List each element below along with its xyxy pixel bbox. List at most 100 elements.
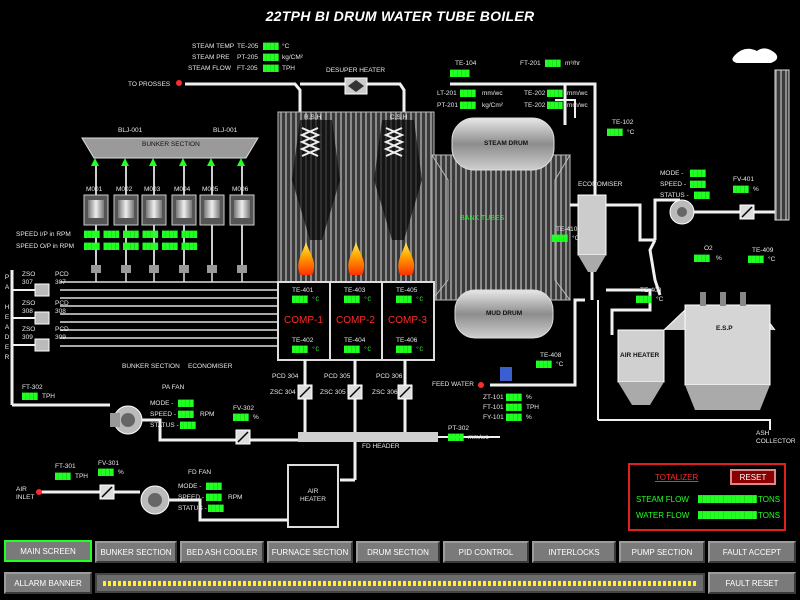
bunker-bottom-label: BUNKER SECTION [122,363,180,370]
rsh-label: R.S.H [304,114,322,121]
fd-fan-speed-value: ████ [206,494,222,501]
motor-label: M006 [232,186,249,193]
o2-label: O2 [704,245,713,252]
steam-flow-label: STEAM FLOW [188,65,231,72]
steam-temp-label: STEAM TEMP [192,43,235,50]
fd-fan-speed-unit: RPM [228,494,243,501]
ft301-tag: FT-301 [55,463,76,470]
ft302-tag: FT-302 [22,384,43,391]
pa-fan-status-label: STATUS - [150,422,179,429]
steam-flow-total-value: ██████████████ [698,496,757,504]
pa-fan-speed-unit: RPM [200,411,215,418]
blj-right-label: BLJ-001 [213,127,238,134]
nav-interlocks-button[interactable]: INTERLOCKS [532,541,616,563]
zt101-unit: % [526,394,532,401]
zsc-305-label: ZSC 305 [320,389,346,396]
fv401-tag: FV-401 [733,176,754,183]
water-flow-total-unit: TONS [758,511,781,520]
id-fan-mode-value: ████ [690,170,706,177]
fy101-tag: FY-101 [483,414,504,421]
te104-value: █████ [450,70,470,77]
nav-main-screen-button[interactable]: MAIN SCREEN [4,540,92,562]
fy101-unit: % [526,414,532,421]
nav-pump-section-button[interactable]: PUMP SECTION [619,541,705,563]
fault-reset-button[interactable]: FAULT RESET [708,572,796,594]
water-flow-total-value: ██████████████ [698,512,757,520]
fv302-unit: % [253,414,259,421]
feed-water-label: FEED WATER [432,381,474,388]
zsc-306-label: ZSC 306 [372,389,398,396]
id-fan-mode-label: MODE - [660,170,684,177]
steam-pre-tag: PT-205 [237,54,258,61]
fd-header-label: FD HEADER [362,443,400,450]
economiser-bottom-label: ECONOMISER [188,363,233,370]
feed-water-arrow-icon [478,382,484,388]
esp-shape [684,304,771,386]
te104-tag: TE-104 [455,60,477,67]
zt101-value: ████ [506,394,522,401]
motor-label: M001 [86,186,103,193]
economiser-label: ECONOMISER [578,181,623,188]
te202-top-unit: mm/wc [567,90,588,97]
nav-drum-section-button[interactable]: DRUM SECTION [356,541,440,563]
fv302-tag: FV-302 [233,405,254,412]
totalizer-reset-button[interactable]: RESET [730,469,776,485]
te202-top-tag: TE-202 [524,90,546,97]
ft101-value: ████ [506,404,522,411]
steam-drum-shape [451,117,555,171]
ft302-unit: TPH [42,393,55,400]
comp1-te-top-tag: TE-401 [292,287,314,294]
ft201-value: ████ [545,60,561,67]
pt201-unit: kg/Cm² [482,102,503,109]
te202-top-value: ████ [547,90,563,97]
steam-drum-label: STEAM DRUM [484,140,529,147]
pt302-tag: PT-302 [448,425,469,432]
page-title: 22TPH BI DRUM WATER TUBE BOILER [265,8,535,24]
fd-fan-title: FD FAN [188,469,212,476]
lt201-value: ████ [460,90,476,97]
id-fan-speed-value: ████ [690,181,706,188]
comp3-te-bot-tag: TE-406 [396,337,418,344]
comp2-te-top-value: ████ °C [344,296,372,303]
alarm-banner-button[interactable]: ALLARM BANNER [4,572,92,594]
fv302-value: ████ [233,414,249,421]
te408-lower-value: ████ [536,361,552,368]
fault-accept-button[interactable]: FAULT ACCEPT [708,541,796,563]
bank-tubes-label: BANK TUBES [460,215,505,222]
pt302-value: ████ [448,434,464,441]
pcd-304-label: PCD 304 [272,373,299,380]
id-fan-speed-label: SPEED - [660,181,687,188]
nav-bed-ash-cooler-button[interactable]: BED ASH COOLER [180,541,264,563]
fv301-tag: FV-301 [98,460,119,467]
nav-pid-control-button[interactable]: PID CONTROL [443,541,529,563]
comp2-te-bot-tag: TE-404 [344,337,366,344]
fd-fan-status-label: STATUS - [178,505,207,512]
pa-fan-status-value: ████ [180,422,196,429]
comp2-te-bot-value: ████ °C [344,346,372,353]
fv301-value: ████ [98,469,114,476]
te409-unit: °C [768,256,776,263]
comp2-label: COMP-2 [336,315,375,326]
fd-fan-speed-label: SPEED - [178,494,205,501]
nav-bunker-section-button[interactable]: BUNKER SECTION [95,541,177,563]
fy101-value: ████ [506,414,522,421]
air-inlet-label: AIR INLET [16,486,35,501]
fd-fan-mode-label: MODE - [178,483,202,490]
right-air-heater-label: AIR HEATER [620,352,660,359]
to-process-arrow-icon [176,80,182,86]
te410-value: ████ [552,235,568,242]
zso-309-label: ZSO 309 [22,326,36,341]
nav-furnace-section-button[interactable]: FURNACE SECTION [267,541,353,563]
pt302-unit: mm/wc [468,434,489,441]
fd-fan-mode-value: ████ [206,483,222,490]
bunker-hopper [81,137,259,159]
lower-air-heater-label: AIR HEATER [300,488,326,503]
comp3-label: COMP-3 [388,315,427,326]
steam-temp-value: ████ [263,43,279,50]
te408-lower-tag: TE-408 [540,352,562,359]
steam-flow-total-label: STEAM FLOW [636,495,689,504]
steam-flow-total-unit: TONS [758,495,781,504]
te408-value: ████ [636,296,652,303]
pt201-tag: PT-201 [437,102,458,109]
te202-tag: TE-202 [524,102,546,109]
